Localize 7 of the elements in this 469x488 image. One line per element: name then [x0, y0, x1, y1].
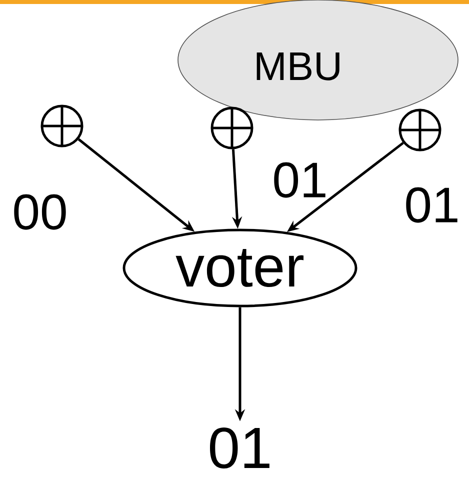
xor-symbol: [398, 108, 442, 152]
edge-label: 00: [14, 194, 66, 230]
edge-label: 01: [274, 162, 326, 198]
output-label: 01: [210, 427, 270, 469]
xor-symbol: [40, 104, 84, 148]
edge-label: 01: [406, 187, 458, 223]
xor-symbol: [210, 106, 254, 150]
